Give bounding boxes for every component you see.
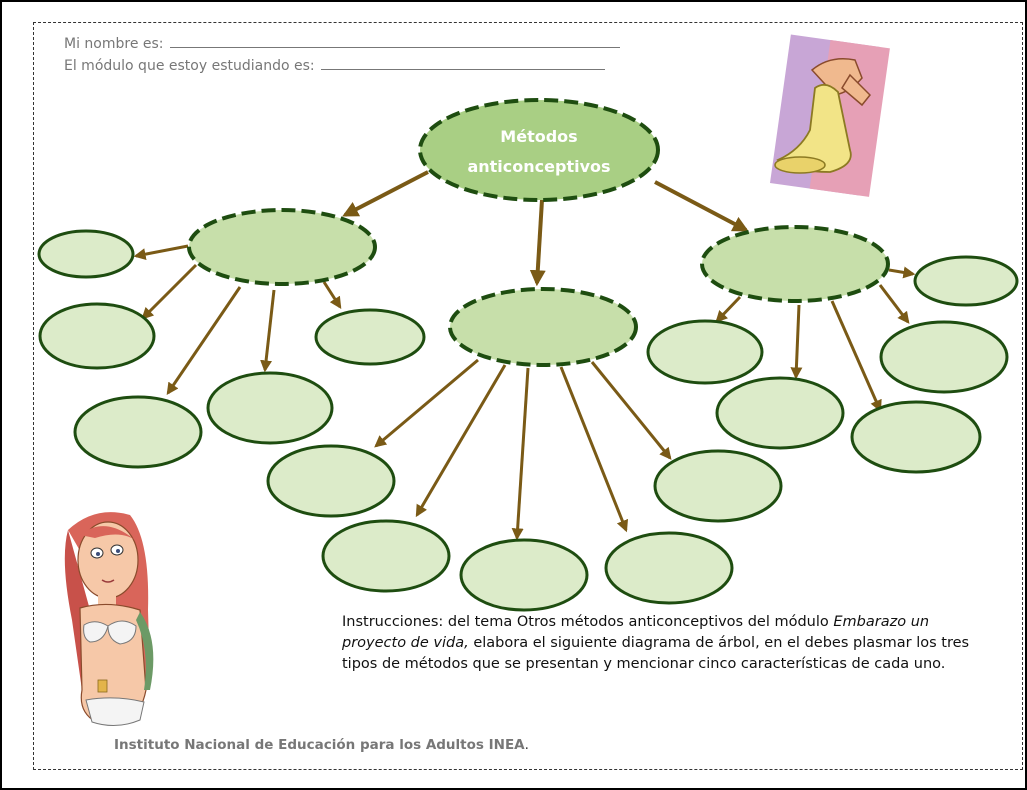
arrow-right-leaf bbox=[790, 304, 803, 380]
leaf-node[interactable] bbox=[653, 449, 783, 523]
instructions-part1: Instrucciones: del tema Otros métodos an… bbox=[342, 614, 834, 630]
leaf-node[interactable] bbox=[646, 319, 764, 385]
leaf-node[interactable] bbox=[266, 444, 396, 518]
worksheet-border bbox=[33, 22, 1023, 770]
module-label: El módulo que estoy estudiando es: bbox=[64, 58, 315, 74]
root-ellipse[interactable] bbox=[418, 98, 660, 202]
arrow-left-leaf bbox=[260, 289, 276, 373]
root-label-line2: anticonceptivos bbox=[467, 157, 610, 176]
footer-institution: Instituto Nacional de Educación para los… bbox=[114, 737, 529, 753]
arrow-left-leaf bbox=[166, 286, 242, 395]
arrow-right-leaf bbox=[830, 300, 882, 413]
branch-node-right[interactable] bbox=[700, 225, 890, 303]
module-line: El módulo que estoy estudiando es: bbox=[64, 58, 606, 74]
branch-node-center[interactable] bbox=[448, 287, 638, 367]
leaf-node[interactable] bbox=[73, 395, 203, 469]
arrow-left-leaf bbox=[322, 281, 342, 310]
branch-nodes bbox=[187, 208, 890, 367]
instructions-text: Instrucciones: del tema Otros métodos an… bbox=[342, 612, 982, 675]
leaf-node[interactable] bbox=[604, 531, 734, 605]
arrow-root-center bbox=[529, 199, 546, 287]
arrow-right-leaf bbox=[878, 284, 910, 324]
arrow-left-leaf bbox=[141, 263, 198, 320]
leaf-node[interactable] bbox=[715, 376, 845, 450]
name-line: Mi nombre es: bbox=[64, 36, 620, 52]
arrow-center-leaf bbox=[559, 366, 629, 533]
leaf-nodes bbox=[37, 229, 1019, 612]
institution-name: Instituto Nacional de Educación para los… bbox=[114, 737, 525, 753]
instructions-module-name: Embarazo un proyecto de vida, bbox=[342, 614, 930, 651]
arrow-left-leaf bbox=[133, 244, 189, 261]
leaf-node[interactable] bbox=[37, 229, 135, 279]
leaf-node[interactable] bbox=[206, 371, 334, 445]
arrow-center-leaf bbox=[511, 367, 530, 541]
leaf-node[interactable] bbox=[459, 538, 589, 612]
arrow-right-leaf bbox=[715, 295, 742, 323]
name-label: Mi nombre es: bbox=[64, 36, 164, 52]
branch-node-left[interactable] bbox=[187, 208, 377, 286]
institution-period: . bbox=[524, 737, 529, 753]
arrow-right-leaf bbox=[888, 266, 916, 279]
arrow-center-leaf bbox=[590, 361, 672, 460]
arrow-center-leaf bbox=[374, 358, 479, 448]
arrow-root-right bbox=[654, 180, 749, 232]
leaf-node[interactable] bbox=[879, 320, 1009, 394]
arrow-root-left bbox=[342, 170, 429, 217]
leaf-node[interactable] bbox=[913, 255, 1019, 307]
arrows bbox=[133, 170, 916, 541]
module-blank[interactable] bbox=[321, 68, 606, 70]
condom-illustration bbox=[769, 34, 890, 197]
root-label-line1: Métodos bbox=[500, 127, 577, 146]
leaf-node[interactable] bbox=[850, 400, 982, 474]
leaf-node[interactable] bbox=[321, 519, 451, 593]
leaf-node[interactable] bbox=[38, 302, 156, 370]
root-node: Métodos anticonceptivos bbox=[418, 98, 660, 202]
arrow-center-leaf bbox=[415, 364, 507, 518]
girl-illustration bbox=[64, 512, 154, 726]
name-blank[interactable] bbox=[169, 46, 620, 48]
instructions-part2: elabora el siguiente diagrama de árbol, … bbox=[342, 635, 970, 672]
leaf-node[interactable] bbox=[314, 308, 426, 366]
